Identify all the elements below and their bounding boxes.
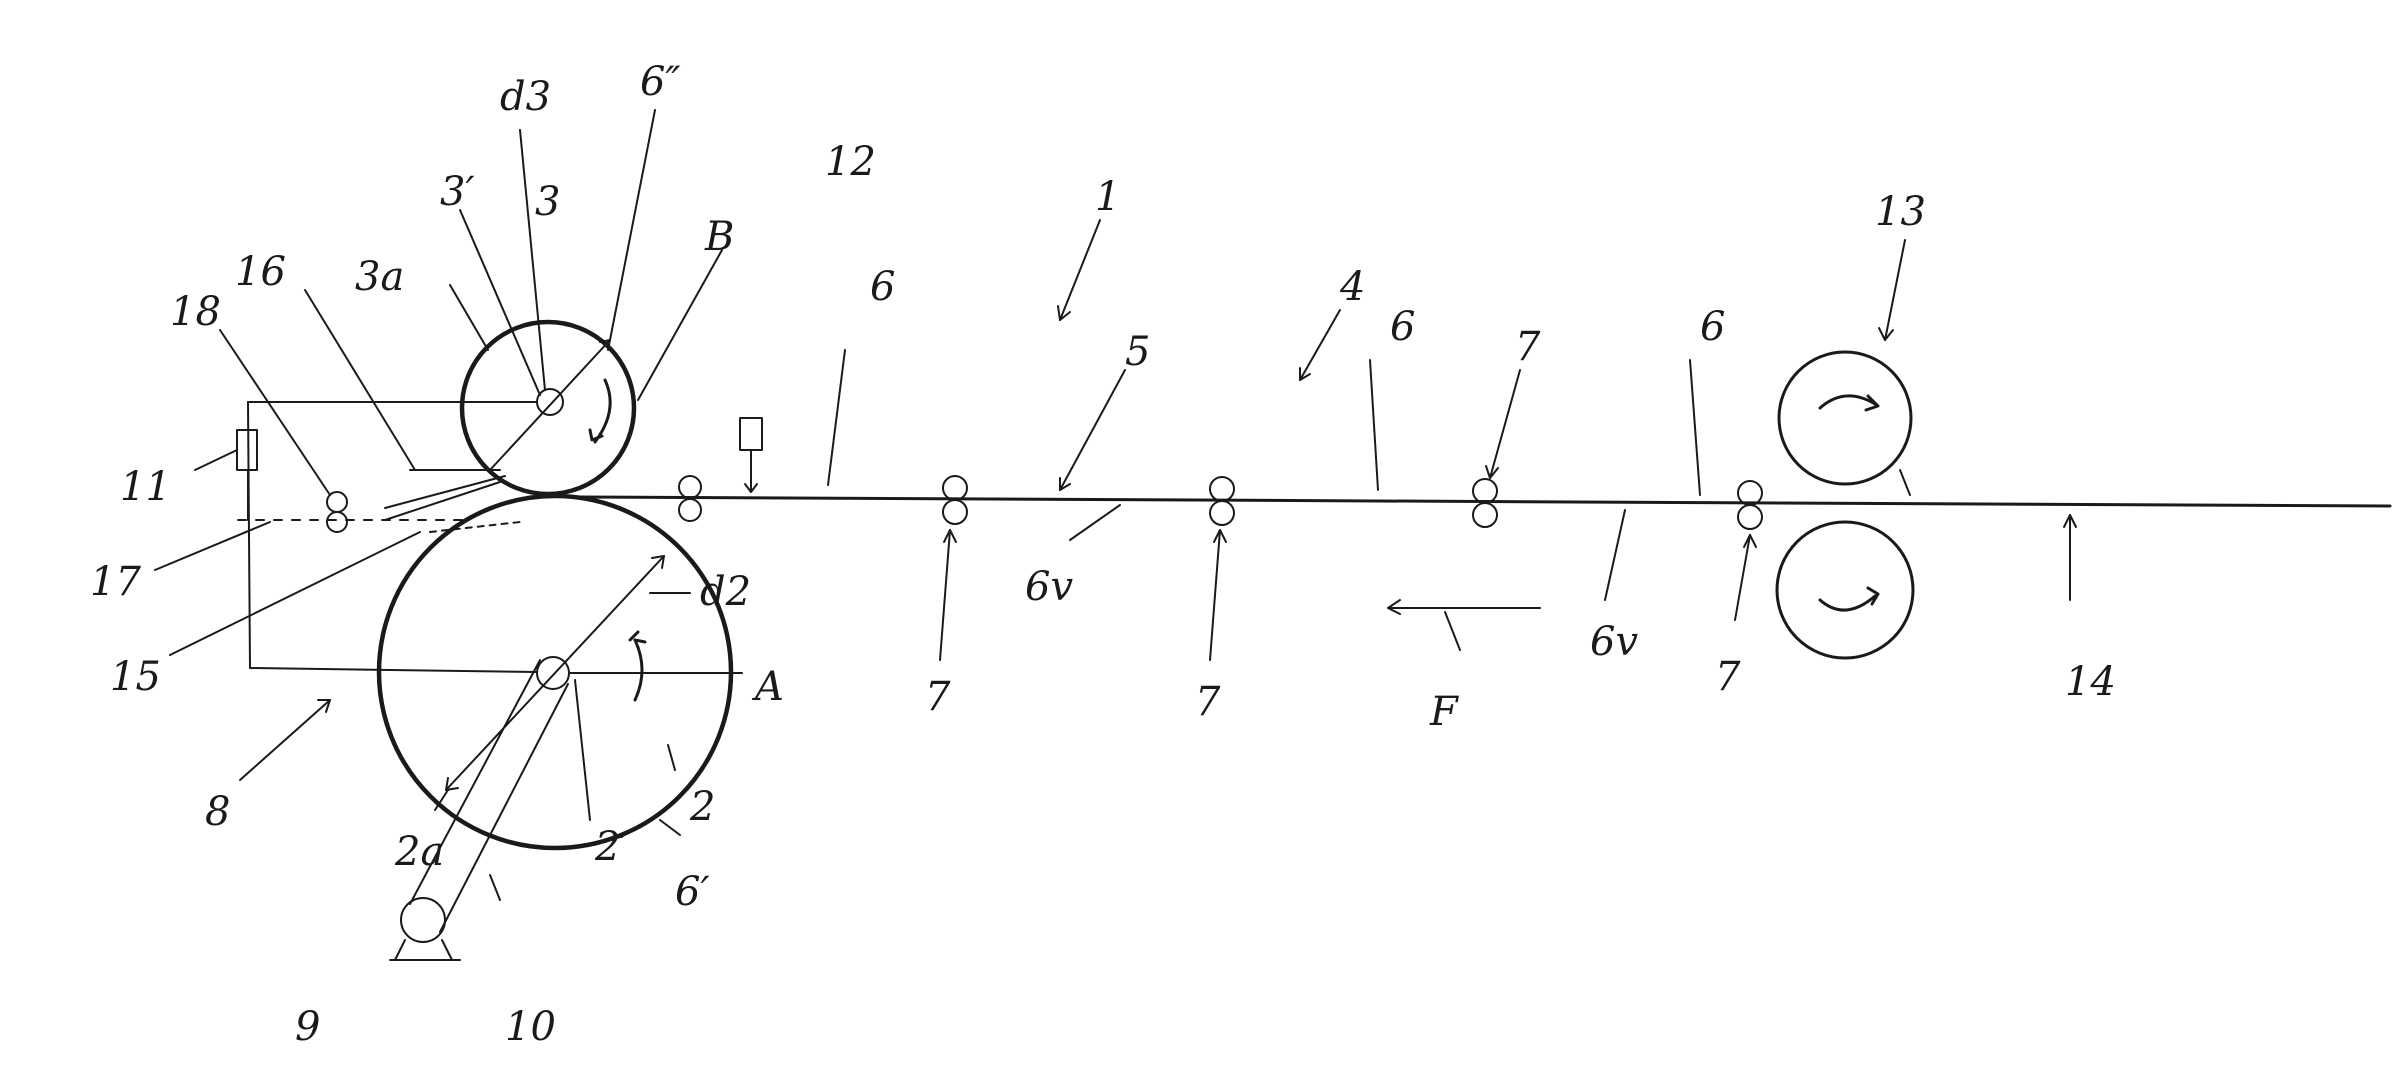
roller-pair-bottom-1: [679, 499, 701, 521]
leader-6v-b: [1605, 510, 1625, 600]
label-4: 4: [1339, 264, 1365, 310]
label-6v-b: 6v: [1590, 619, 1638, 665]
label-2-prime: 2′: [594, 824, 630, 870]
label-6-prime: 6′: [675, 869, 710, 915]
roller-pair-bottom-3: [1210, 501, 1234, 525]
label-6-c: 6: [1700, 304, 1725, 350]
label-18: 18: [170, 289, 221, 335]
rotation-arrow-a: [635, 640, 642, 700]
leader-8: [240, 700, 330, 780]
leader-7-top: [1490, 370, 1520, 478]
small-roll-axis: [537, 389, 563, 415]
roller-pair-top-4: [1473, 479, 1497, 503]
leader-6v-a: [1070, 505, 1120, 540]
label-13: 13: [1875, 189, 1926, 235]
leader-7c: [1735, 535, 1750, 620]
roller-pair-top-2: [943, 476, 967, 500]
label-d3: d3: [500, 74, 551, 120]
leader-b: [638, 250, 722, 400]
leader-2prime: [575, 680, 590, 820]
roller-18-bottom: [327, 512, 347, 532]
label-12: 12: [825, 139, 876, 185]
leader-10: [490, 875, 500, 900]
dashed-line-15: [430, 522, 520, 532]
roller-pair-top-1: [679, 476, 701, 498]
leader-6a: [828, 350, 845, 485]
label-16: 16: [235, 249, 286, 295]
leader-d3: [520, 130, 545, 390]
leader-5: [1060, 370, 1125, 490]
label-2: 2: [689, 784, 715, 830]
leader-1: [1060, 220, 1100, 320]
arrowhead-7c: [1744, 535, 1756, 547]
label-8: 8: [205, 789, 230, 835]
roll-13-bottom: [1777, 522, 1913, 658]
leader-13-tick: [1900, 470, 1910, 495]
label-7-b: 7: [1195, 679, 1221, 725]
link-10-lower: [440, 684, 568, 932]
label-7-a: 7: [925, 674, 951, 720]
label-2a: 2a: [394, 829, 444, 875]
rotation-arrowhead-a: [630, 632, 645, 642]
label-b: B: [704, 214, 734, 260]
roll-13-top: [1779, 352, 1911, 484]
feed-line-1: [385, 476, 505, 508]
label-1: 1: [1095, 174, 1120, 220]
transport-arrow-f-leader: [1445, 612, 1460, 650]
label-15: 15: [110, 654, 161, 700]
roller-pair-top-3: [1210, 477, 1234, 501]
label-3-prime: 3′: [440, 169, 475, 215]
label-a: A: [751, 664, 784, 710]
drive-9: [401, 898, 445, 942]
roll-13-top-arrow: [1820, 396, 1875, 408]
label-6-a: 6: [870, 264, 895, 310]
leader-6prime: [660, 820, 680, 835]
label-11: 11: [120, 464, 171, 510]
leader-3a: [450, 285, 488, 350]
drive-support-left: [395, 940, 405, 960]
diameter-d3-line: [490, 340, 610, 470]
sensor-box-11: [237, 430, 257, 470]
leader-6c: [1690, 360, 1700, 495]
leader-17: [155, 522, 270, 570]
leader-2: [668, 745, 675, 770]
label-7-top: 7: [1515, 324, 1541, 370]
drive-support-right: [442, 940, 452, 960]
label-6v-a: 6v: [1025, 564, 1073, 610]
leader-6b: [1370, 360, 1378, 490]
roller-pair-bottom-2: [943, 500, 967, 524]
roller-pair-bottom-4: [1473, 503, 1497, 527]
web-line: [580, 497, 2390, 506]
label-d2: d2: [700, 569, 751, 615]
label-17: 17: [90, 559, 141, 605]
label-f: F: [1429, 689, 1459, 735]
label-7-c: 7: [1715, 654, 1741, 700]
roll-13-bottom-arrow: [1820, 596, 1875, 610]
label-3: 3: [535, 179, 560, 225]
label-3a: 3a: [355, 254, 404, 300]
label-6-b: 6: [1390, 304, 1415, 350]
device-12-box: [740, 418, 762, 450]
leader-11: [195, 450, 237, 470]
roller-pair-bottom-5: [1738, 505, 1762, 529]
leader-7a: [940, 530, 950, 660]
label-10: 10: [505, 1004, 556, 1050]
rotation-arrow-b: [595, 380, 610, 442]
leader-16: [305, 290, 415, 470]
leader-7b: [1210, 530, 1220, 660]
leader-4: [1300, 310, 1340, 380]
frame-bottom-line: [250, 668, 537, 672]
label-9: 9: [295, 1004, 320, 1050]
label-14: 14: [2065, 659, 2116, 705]
feed-line-2: [385, 482, 500, 520]
leader-6dblprime: [610, 110, 655, 340]
label-6-double-prime: 6″: [640, 59, 680, 105]
frame-vertical-line: [248, 402, 250, 668]
leader-13: [1885, 240, 1905, 340]
label-5: 5: [1125, 329, 1150, 375]
